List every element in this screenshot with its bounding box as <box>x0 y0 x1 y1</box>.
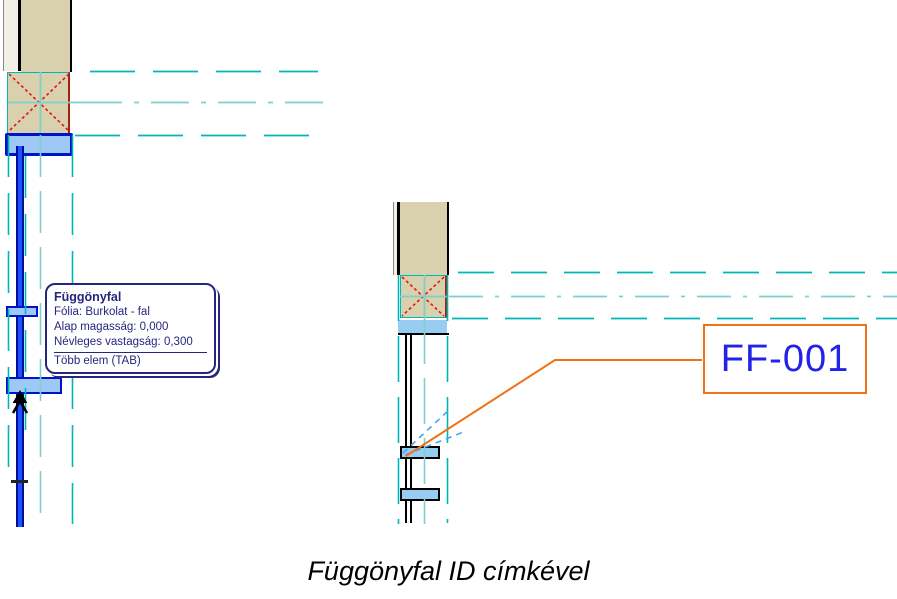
left-transom-upper[interactable] <box>6 306 38 317</box>
curtain-wall-line-right[interactable] <box>410 335 412 523</box>
id-label-text: FF-001 <box>720 337 850 380</box>
selection-feedback-dashes <box>402 409 467 456</box>
left-beam-axis-lines <box>8 72 84 133</box>
right-transom-lower[interactable] <box>400 488 440 501</box>
tooltip-height-line: Alap magasság: 0,000 <box>54 321 169 333</box>
left-wall-core-fill <box>21 0 70 72</box>
right-wall-core-fill <box>400 202 447 275</box>
cursor-arrow-icon <box>11 389 29 414</box>
figure-caption: Függönyfal ID címkével <box>307 556 590 586</box>
curtain-wall-break-tick <box>11 480 28 483</box>
tooltip-footer: Több elem (TAB) <box>54 352 207 369</box>
left-wall-outer-edge <box>70 0 72 72</box>
curtain-wall-line-left[interactable] <box>405 335 407 523</box>
right-header-bottom-edge <box>398 333 449 335</box>
tooltip-title: Függönyfal <box>54 290 122 304</box>
right-wall-core-edge <box>397 202 400 275</box>
element-info-tooltip: Függönyfal Fólia: Burkolat - fal Alap ma… <box>45 283 216 374</box>
right-projection-dashes <box>452 271 897 320</box>
right-beam-axis-lines <box>400 275 447 318</box>
left-wall-core-edge <box>18 0 21 71</box>
label-leader-line[interactable] <box>405 359 702 457</box>
right-curtain-wall-header[interactable] <box>398 320 447 333</box>
tooltip-layer-line: Fólia: Burkolat - fal <box>54 306 150 318</box>
right-vertical-projection-lines <box>397 275 449 524</box>
right-wall-outer-edge <box>447 202 449 275</box>
curtain-wall-selected-line[interactable] <box>16 146 24 527</box>
left-projection-dashes <box>75 70 324 137</box>
left-transom-lower[interactable] <box>6 377 62 394</box>
tooltip-thickness-line: Névleges vastagság: 0,300 <box>54 336 193 348</box>
curtain-wall-id-label[interactable]: FF-001 <box>703 324 867 394</box>
